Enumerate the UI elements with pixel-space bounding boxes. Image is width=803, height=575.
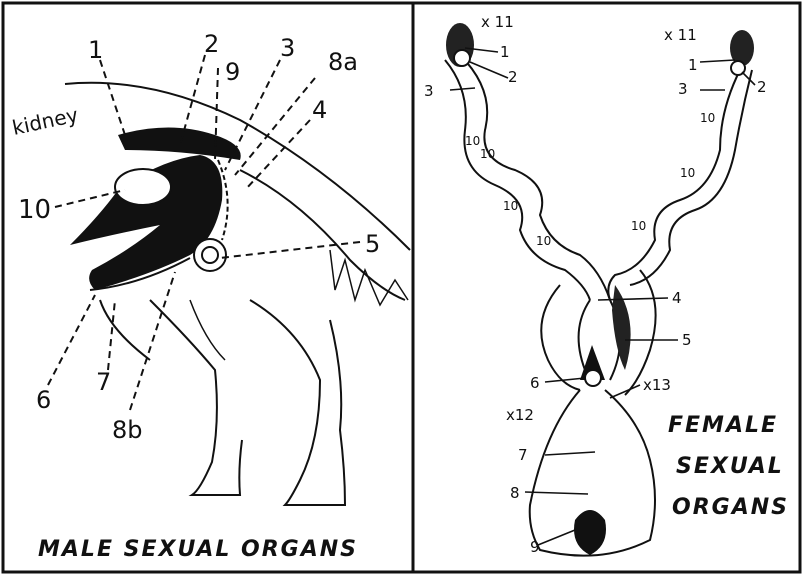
male-callout-7: 7 — [96, 368, 111, 396]
female-caption-line-3: ORGANS — [672, 495, 789, 520]
mag-label-right: x 11 — [664, 26, 697, 44]
female-callout-4: 4 — [672, 289, 682, 307]
female-caption-line-1: FEMALE — [668, 413, 778, 438]
male-callout-1: 1 — [88, 36, 103, 64]
female-callout-7: 7 — [518, 446, 528, 464]
mag-label-x12: x12 — [506, 406, 534, 424]
female-callout-6: 6 — [530, 374, 540, 392]
male-callout-9: 9 — [225, 58, 240, 86]
female-callout-1-right: 1 — [688, 56, 698, 74]
mag-label-x13: x13 — [643, 376, 671, 394]
male-callout-8a: 8a — [328, 48, 358, 76]
female-callout-3-left: 3 — [424, 82, 434, 100]
cervix-opening — [585, 370, 601, 386]
testis-shape — [194, 239, 226, 271]
female-callout-3-right: 3 — [678, 80, 688, 98]
bladder-shape — [115, 169, 171, 205]
kidney-label: kidney — [10, 103, 80, 140]
male-callout-4: 4 — [312, 96, 327, 124]
left-ovary-opening — [454, 50, 470, 66]
female-callout-2-left: 2 — [508, 68, 518, 86]
horn-label-10d: 10 — [700, 111, 715, 125]
male-callout-6: 6 — [36, 386, 51, 414]
broad-ligament-shade — [612, 285, 631, 370]
horn-label-10f: 10 — [631, 219, 646, 233]
female-callout-2-right: 2 — [757, 78, 767, 96]
horn-label-10g: 10 — [480, 147, 495, 161]
female-caption-line-2: SEXUAL — [676, 454, 784, 479]
vulva-shape — [574, 510, 606, 555]
male-panel: 1 2 9 3 8a 4 5 10 6 7 8b kidney MALE SEX… — [10, 30, 410, 562]
uterine-horns — [445, 55, 752, 300]
female-callout-8: 8 — [510, 484, 520, 502]
female-callout-1-left: 1 — [500, 43, 510, 61]
horn-label-10c: 10 — [536, 234, 551, 248]
male-callout-10: 10 — [18, 195, 51, 225]
kidney-band — [118, 128, 241, 161]
mag-label-left: x 11 — [481, 13, 514, 31]
female-callout-5: 5 — [682, 331, 692, 349]
male-callout-2: 2 — [204, 30, 219, 58]
male-callout-5: 5 — [365, 230, 380, 258]
male-callout-8b: 8b — [112, 416, 143, 444]
horn-label-10a: 10 — [465, 134, 480, 148]
male-caption: MALE SEXUAL ORGANS — [38, 537, 358, 562]
female-panel: x 11 x 11 x12 x13 1 2 3 1 2 3 4 5 6 7 8 … — [424, 13, 789, 556]
male-callout-3: 3 — [280, 34, 295, 62]
female-callout-9: 9 — [530, 538, 540, 556]
horn-label-10e: 10 — [680, 166, 695, 180]
horn-label-10b: 10 — [503, 199, 518, 213]
